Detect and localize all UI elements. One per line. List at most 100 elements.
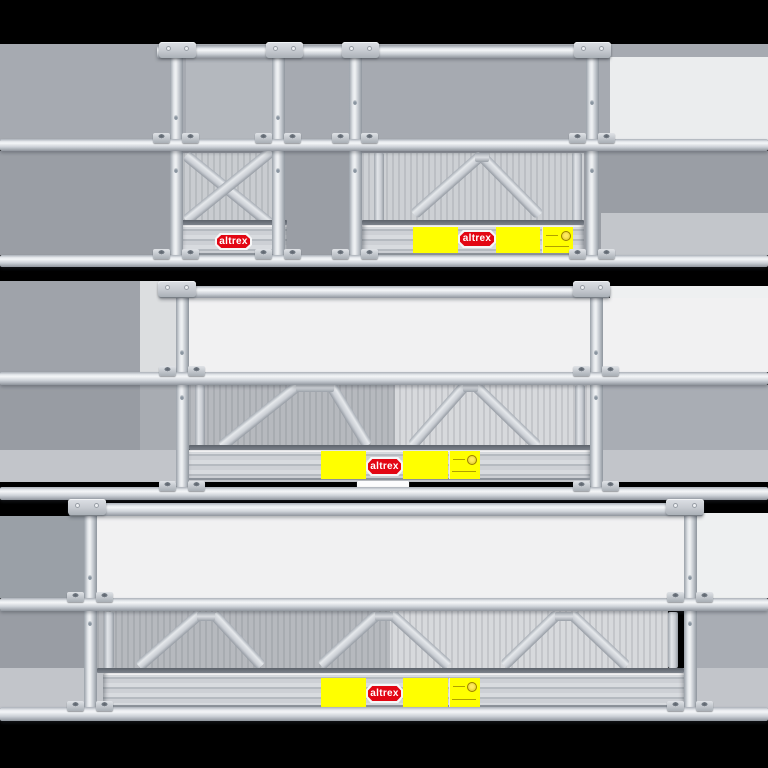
- background-panel: [140, 380, 176, 453]
- post-hole: [590, 100, 594, 105]
- round-stamp-icon: [467, 682, 477, 692]
- claw-coupler: [153, 249, 199, 261]
- warning-sticker: [403, 678, 448, 707]
- vertical-post: [176, 292, 189, 488]
- truss-top-run: [475, 153, 489, 162]
- post-hole: [174, 168, 178, 173]
- claw-coupler: [667, 592, 713, 604]
- background-panel: [186, 58, 272, 140]
- truss-vertical: [374, 153, 384, 222]
- altrex-logo: altrex: [458, 230, 496, 248]
- rail-cap: [342, 42, 379, 58]
- claw-coupler: [332, 133, 378, 145]
- altrex-logo-text: altrex: [370, 460, 399, 472]
- round-stamp-icon: [561, 231, 571, 241]
- background-panel: [0, 610, 84, 670]
- post-hole: [174, 115, 178, 120]
- rail-cap: [159, 42, 196, 58]
- background-panel: [189, 298, 768, 372]
- claw-coupler: [153, 133, 199, 145]
- claw-coupler: [573, 366, 619, 378]
- altrex-logo-core: [368, 686, 401, 701]
- post-hole: [88, 575, 92, 580]
- sticker-micro-text: [452, 471, 476, 472]
- vertical-post: [586, 50, 599, 255]
- altrex-logo-core: [217, 235, 250, 248]
- post-hole: [88, 621, 92, 626]
- claw-coupler: [159, 481, 205, 493]
- rail-cap: [573, 281, 610, 297]
- sticker-micro-text: [545, 246, 569, 247]
- altrex-logo-core: [368, 459, 401, 474]
- rail-cap: [574, 42, 611, 58]
- post-hole: [688, 621, 692, 626]
- background-panel: [697, 513, 768, 598]
- truss-bottom-chord: [180, 220, 287, 225]
- post-hole: [594, 350, 598, 355]
- truss-top-run: [555, 612, 573, 621]
- truss-top-run: [197, 612, 215, 621]
- altrex-logo: altrex: [366, 457, 403, 476]
- altrex-logo-text: altrex: [370, 687, 399, 699]
- post-hole: [590, 168, 594, 173]
- background-panel: [601, 213, 768, 255]
- claw-coupler: [255, 249, 301, 261]
- background-panel: [610, 286, 768, 298]
- altrex-logo: altrex: [215, 233, 252, 250]
- post-hole: [353, 100, 357, 105]
- claw-coupler: [255, 133, 301, 145]
- warning-sticker: [496, 227, 540, 253]
- vertical-post: [272, 50, 285, 255]
- sticker-micro-text: [453, 686, 465, 687]
- rail-cap: [158, 281, 196, 297]
- claw-coupler: [569, 133, 615, 145]
- round-stamp-icon: [467, 455, 477, 465]
- background-panel: [0, 380, 140, 453]
- warning-sticker: [321, 451, 366, 479]
- sticker-micro-text: [546, 235, 558, 236]
- truss-bottom-chord: [189, 445, 591, 450]
- post-hole: [180, 395, 184, 400]
- post-hole: [180, 350, 184, 355]
- mid-rail: [0, 372, 768, 385]
- blank-white-label: [357, 481, 409, 490]
- instruction-sticker: [449, 451, 480, 479]
- post-hole: [353, 168, 357, 173]
- background-panel: [610, 57, 768, 140]
- altrex-logo: altrex: [366, 684, 403, 703]
- top-rail: [69, 503, 703, 516]
- assembly-middle: altrex: [0, 281, 768, 503]
- claw-coupler: [573, 481, 619, 493]
- background-panel: [0, 281, 140, 380]
- vertical-post: [170, 50, 183, 255]
- altrex-logo-core: [460, 232, 494, 246]
- mid-rail: [0, 598, 768, 611]
- vertical-post: [84, 509, 97, 713]
- truss-vertical: [195, 385, 205, 447]
- claw-coupler: [667, 701, 713, 713]
- sticker-micro-text: [453, 459, 465, 460]
- background-panel: [0, 516, 84, 598]
- truss-top-run: [375, 612, 393, 621]
- assembly-bottom: altrex: [0, 499, 768, 724]
- claw-coupler: [569, 249, 615, 261]
- truss-bottom-chord: [97, 668, 684, 673]
- warning-sticker: [403, 451, 448, 479]
- rail-cap: [68, 499, 106, 515]
- post-hole: [276, 168, 280, 173]
- claw-coupler: [332, 249, 378, 261]
- truss-vertical: [104, 612, 114, 668]
- assembly-top: altrex altrex: [0, 0, 768, 281]
- claw-coupler: [159, 366, 205, 378]
- vertical-post: [349, 50, 362, 255]
- truss-top-run: [296, 383, 334, 392]
- altrex-logo-text: altrex: [219, 235, 248, 247]
- warning-sticker: [413, 227, 458, 253]
- truss-top-run: [463, 383, 478, 392]
- bottom-rail: [0, 707, 768, 721]
- truss-vertical: [668, 612, 678, 668]
- background-panel: [697, 610, 768, 670]
- truss-vertical: [575, 385, 585, 447]
- vertical-post: [684, 509, 697, 713]
